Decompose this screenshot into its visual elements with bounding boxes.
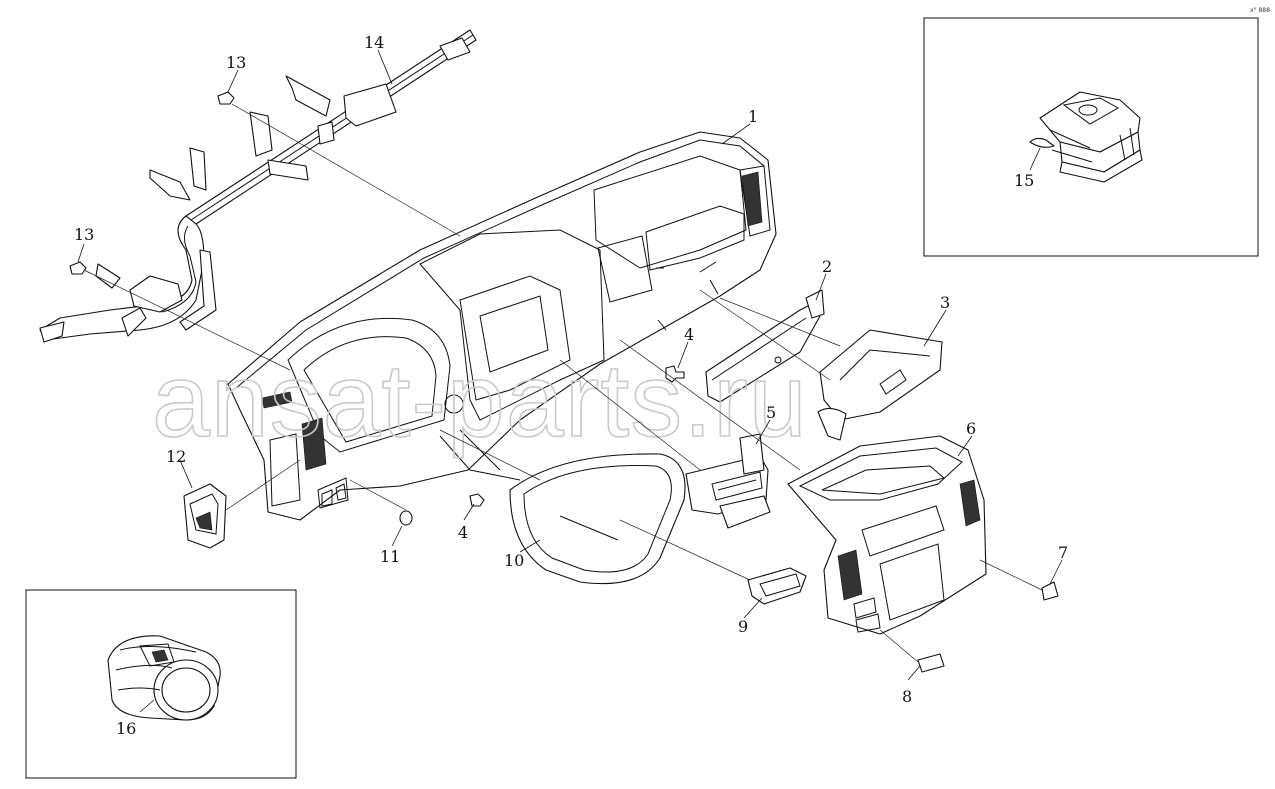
part-1-instrument-panel [227, 131, 777, 521]
callout-7: 7 [1058, 543, 1068, 562]
callout-14: 14 [364, 33, 384, 52]
part-3-glovebox [817, 329, 943, 441]
callout-4-upper: 4 [684, 325, 694, 344]
callout-13-top: 13 [226, 53, 246, 72]
callout-4-lower: 4 [458, 523, 468, 542]
callout-labels: 1 2 3 4 4 5 6 7 8 9 10 11 12 13 13 14 15… [74, 33, 1068, 738]
part-13-nut-left [69, 261, 87, 275]
part-14-cross-beam [39, 29, 477, 343]
callout-6: 6 [966, 419, 976, 438]
callout-12: 12 [166, 447, 186, 466]
leader-lines [77, 49, 1063, 681]
part-15-clip [1029, 91, 1143, 183]
part-6-center-bezel [787, 435, 987, 635]
callout-13-left: 13 [74, 225, 94, 244]
callout-3: 3 [940, 293, 950, 312]
watermark: ansat-parts.ru [152, 343, 808, 459]
inset-box-vent [25, 589, 297, 779]
callout-10: 10 [504, 551, 524, 570]
callout-15: 15 [1014, 171, 1034, 190]
part-11-grommet [399, 510, 413, 526]
callout-11: 11 [380, 547, 400, 566]
callout-1: 1 [748, 107, 758, 126]
part-10-cluster-hood [509, 453, 686, 585]
part-12-side-vent [183, 483, 227, 549]
callout-8: 8 [902, 687, 912, 706]
inset-box-clip [923, 17, 1259, 257]
callout-2: 2 [822, 257, 832, 276]
part-9-ashtray [747, 567, 807, 605]
part-4-screw-a [665, 365, 685, 383]
corner-mark: x° 888 [1250, 7, 1270, 14]
part-5-radio-bracket [685, 433, 771, 529]
part-2-glovebox-lid [705, 289, 825, 403]
callout-16: 16 [116, 719, 136, 738]
callout-5: 5 [766, 403, 776, 422]
part-16-air-vent [107, 635, 221, 721]
part-4-screw-b [469, 493, 485, 507]
part-8-trim [917, 653, 945, 673]
callout-9: 9 [738, 617, 748, 636]
part-7-clip [1041, 581, 1059, 601]
part-13-nut-top [217, 91, 235, 105]
